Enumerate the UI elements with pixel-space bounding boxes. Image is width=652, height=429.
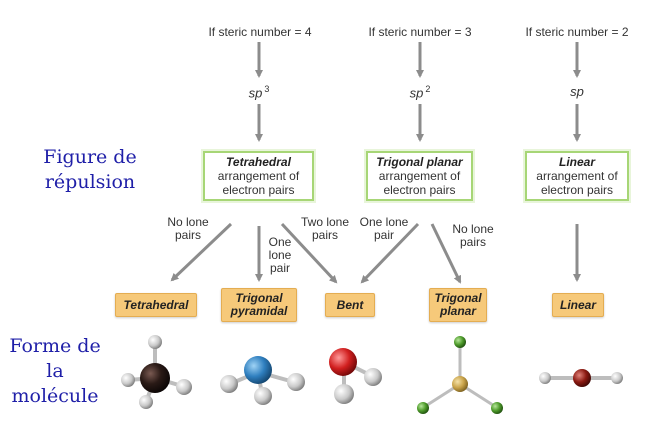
arrangement-tetrahedral-box: Tetrahedral arrangement of electron pair… xyxy=(203,151,314,201)
arrow-tetra-to-bent xyxy=(280,222,338,284)
condition-steric-2: If steric number = 2 xyxy=(525,25,629,39)
arrangement-trigonal-planar-box: Trigonal planar arrangement of electron … xyxy=(366,151,473,201)
condition-steric-3: If steric number = 3 xyxy=(368,25,472,39)
shape-trigonal-pyramidal: Trigonal pyramidal xyxy=(221,288,297,322)
arrangement-linear-box: Linear arrangement of electron pairs xyxy=(525,151,629,201)
arrangement-line1: arrangement of xyxy=(536,169,618,183)
label-no-lone-pairs-left: No lone pairs xyxy=(167,215,209,242)
shape-bent: Bent xyxy=(325,293,375,317)
shape-trigonal-planar: Trigonal planar xyxy=(429,288,487,322)
label-no-lone-pairs-right: No lone pairs xyxy=(452,222,494,249)
hybridization-sp: sp xyxy=(570,84,584,99)
arrangement-name: Linear xyxy=(558,155,595,169)
condition-steric-4: If steric number = 4 xyxy=(208,25,312,39)
side-label-forme: Forme de la molécule xyxy=(9,335,101,407)
arrow-to-trigonal-planar xyxy=(430,223,462,284)
arrangement-line2: electron pairs xyxy=(540,183,614,197)
side-label-repulsion: Figure de répulsion xyxy=(43,146,137,193)
arrangement-line1: arrangement of xyxy=(378,169,461,183)
arrangement-line2: electron pairs xyxy=(383,183,456,197)
water-model xyxy=(329,348,382,404)
shape-linear: Linear xyxy=(552,293,604,317)
label-one-lone-pair-mid: One lone pair xyxy=(268,235,292,275)
ammonia-model xyxy=(220,356,305,405)
arrangement-line1: arrangement of xyxy=(217,169,300,183)
arrangement-name: Trigonal planar xyxy=(376,155,463,169)
boron-trifluoride-model xyxy=(417,336,503,414)
methane-model xyxy=(121,335,192,409)
arrow-trig-to-bent xyxy=(360,222,420,284)
shape-tetrahedral: Tetrahedral xyxy=(115,293,197,317)
label-two-lone-pairs: Two lone pairs xyxy=(300,215,350,242)
linear-molecule-model xyxy=(539,369,623,387)
arrangement-name: Tetrahedral xyxy=(226,155,291,169)
arrangement-line2: electron pairs xyxy=(222,183,295,197)
arrow-to-tetrahedral xyxy=(170,222,233,282)
label-one-lone-pair-right: One lone pair xyxy=(359,215,409,242)
